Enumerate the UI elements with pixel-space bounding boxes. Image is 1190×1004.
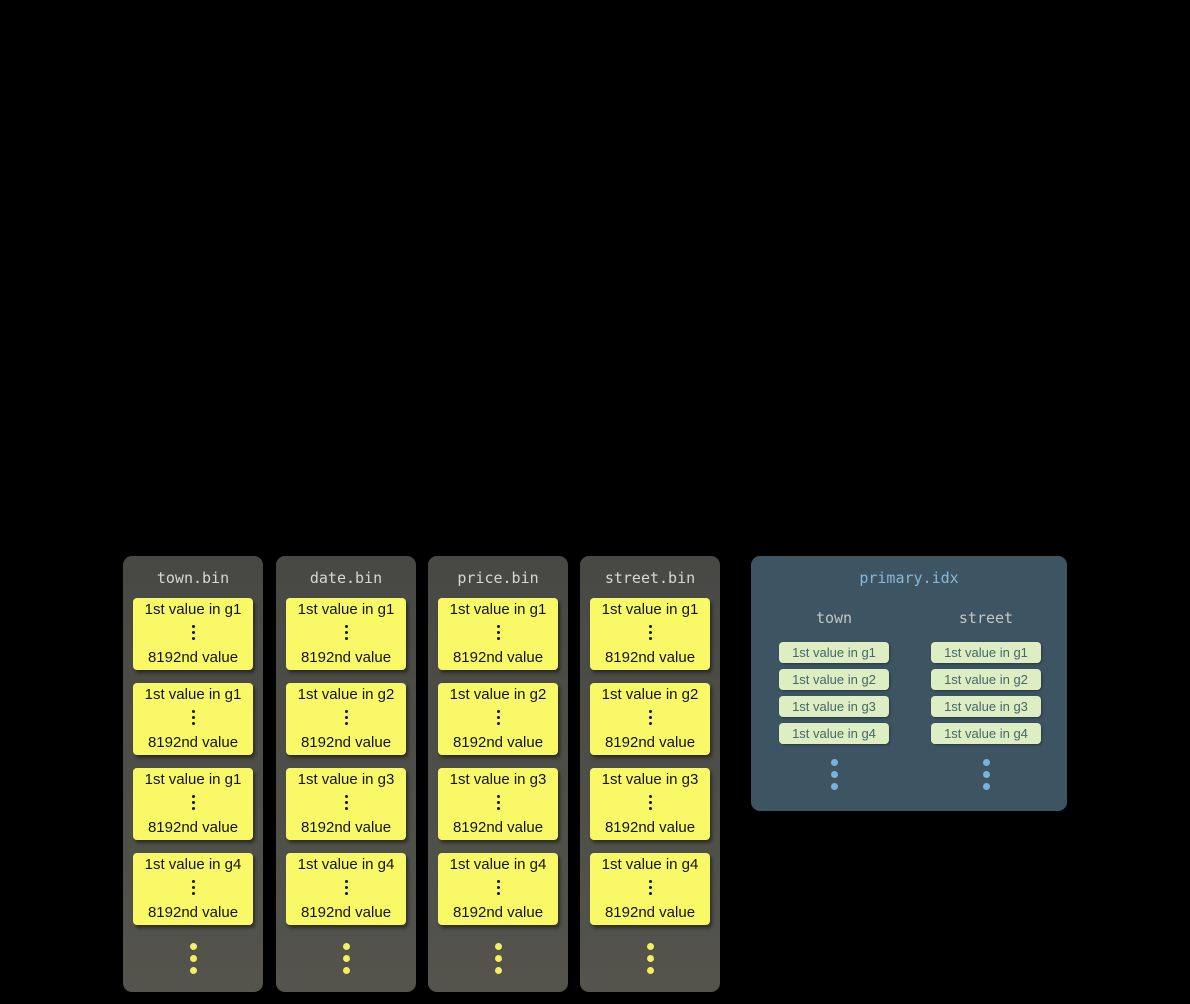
granule-last-value: 8192nd value [147, 819, 239, 836]
granule-last-value: 8192nd value [452, 649, 544, 666]
granule-first-value: 1st value in g3 [449, 771, 547, 788]
vertical-ellipsis-icon [191, 794, 195, 810]
granule-first-value: 1st value in g2 [449, 686, 547, 703]
more-granules-ellipsis-icon [646, 943, 654, 974]
vertical-ellipsis-icon [344, 794, 348, 810]
bin-file-title: town.bin [156, 569, 230, 587]
more-entries-ellipsis-icon [830, 759, 838, 790]
granule-first-value: 1st value in g2 [297, 686, 395, 703]
granule-box: 1st value in g1 8192nd value [286, 598, 406, 670]
granule-first-value: 1st value in g1 [449, 601, 547, 618]
granule-first-value: 1st value in g3 [297, 771, 395, 788]
granule-last-value: 8192nd value [452, 819, 544, 836]
index-entry: 1st value in g3 [779, 696, 889, 717]
granule-first-value: 1st value in g4 [144, 856, 242, 873]
granule-last-value: 8192nd value [147, 904, 239, 921]
index-column-label: town [815, 609, 853, 627]
granule-box: 1st value in g1 8192nd value [133, 683, 253, 755]
granule-box: 1st value in g2 8192nd value [286, 683, 406, 755]
granule-last-value: 8192nd value [604, 904, 696, 921]
granule-box: 1st value in g2 8192nd value [590, 683, 710, 755]
vertical-ellipsis-icon [496, 794, 500, 810]
vertical-ellipsis-icon [496, 624, 500, 640]
granule-first-value: 1st value in g3 [601, 771, 699, 788]
granule-last-value: 8192nd value [452, 904, 544, 921]
vertical-ellipsis-icon [648, 709, 652, 725]
bin-file-title: price.bin [457, 569, 539, 587]
granule-last-value: 8192nd value [300, 649, 392, 666]
primary-index-panel: primary.idx town 1st value in g1 1st val… [751, 556, 1067, 811]
granule-last-value: 8192nd value [300, 734, 392, 751]
vertical-ellipsis-icon [496, 709, 500, 725]
bin-file-panel-town: town.bin 1st value in g1 8192nd value 1s… [123, 556, 263, 992]
index-entry: 1st value in g1 [931, 642, 1041, 663]
more-granules-ellipsis-icon [189, 943, 197, 974]
granule-last-value: 8192nd value [452, 734, 544, 751]
index-entry: 1st value in g2 [779, 669, 889, 690]
vertical-ellipsis-icon [496, 879, 500, 895]
index-entry: 1st value in g4 [779, 723, 889, 744]
granule-box: 1st value in g4 8192nd value [133, 853, 253, 925]
granule-first-value: 1st value in g1 [297, 601, 395, 618]
granule-box: 1st value in g4 8192nd value [438, 853, 558, 925]
bin-file-title: date.bin [309, 569, 383, 587]
bin-file-title: street.bin [604, 569, 696, 587]
granule-first-value: 1st value in g4 [297, 856, 395, 873]
granule-first-value: 1st value in g1 [144, 771, 242, 788]
vertical-ellipsis-icon [648, 879, 652, 895]
vertical-ellipsis-icon [191, 709, 195, 725]
index-entry: 1st value in g3 [931, 696, 1041, 717]
index-entry: 1st value in g4 [931, 723, 1041, 744]
granule-box: 1st value in g1 8192nd value [590, 598, 710, 670]
vertical-ellipsis-icon [344, 624, 348, 640]
primary-index-title: primary.idx [859, 569, 959, 587]
granule-box: 1st value in g4 8192nd value [286, 853, 406, 925]
index-column-street: street 1st value in g1 1st value in g2 1… [929, 609, 1043, 790]
granule-box: 1st value in g1 8192nd value [133, 768, 253, 840]
granule-box: 1st value in g3 8192nd value [438, 768, 558, 840]
index-entry: 1st value in g2 [931, 669, 1041, 690]
bin-file-panel-street: street.bin 1st value in g1 8192nd value … [580, 556, 720, 992]
index-column-label: street [958, 609, 1014, 627]
granule-first-value: 1st value in g1 [144, 601, 242, 618]
bin-file-panel-price: price.bin 1st value in g1 8192nd value 1… [428, 556, 568, 992]
vertical-ellipsis-icon [648, 794, 652, 810]
granule-last-value: 8192nd value [604, 649, 696, 666]
granule-first-value: 1st value in g1 [601, 601, 699, 618]
index-entry: 1st value in g1 [779, 642, 889, 663]
more-entries-ellipsis-icon [982, 759, 990, 790]
more-granules-ellipsis-icon [342, 943, 350, 974]
granule-box: 1st value in g3 8192nd value [286, 768, 406, 840]
granule-last-value: 8192nd value [300, 904, 392, 921]
granule-first-value: 1st value in g4 [601, 856, 699, 873]
granule-first-value: 1st value in g4 [449, 856, 547, 873]
granule-first-value: 1st value in g1 [144, 686, 242, 703]
granule-box: 1st value in g4 8192nd value [590, 853, 710, 925]
more-granules-ellipsis-icon [494, 943, 502, 974]
vertical-ellipsis-icon [344, 879, 348, 895]
granule-last-value: 8192nd value [147, 734, 239, 751]
granule-first-value: 1st value in g2 [601, 686, 699, 703]
bin-file-panel-date: date.bin 1st value in g1 8192nd value 1s… [276, 556, 416, 992]
granule-last-value: 8192nd value [147, 649, 239, 666]
granule-box: 1st value in g3 8192nd value [590, 768, 710, 840]
granule-box: 1st value in g2 8192nd value [438, 683, 558, 755]
granule-box: 1st value in g1 8192nd value [133, 598, 253, 670]
vertical-ellipsis-icon [191, 624, 195, 640]
vertical-ellipsis-icon [191, 879, 195, 895]
index-column-town: town 1st value in g1 1st value in g2 1st… [777, 609, 891, 790]
granule-last-value: 8192nd value [604, 734, 696, 751]
vertical-ellipsis-icon [344, 709, 348, 725]
granule-last-value: 8192nd value [300, 819, 392, 836]
vertical-ellipsis-icon [648, 624, 652, 640]
granule-box: 1st value in g1 8192nd value [438, 598, 558, 670]
granule-last-value: 8192nd value [604, 819, 696, 836]
